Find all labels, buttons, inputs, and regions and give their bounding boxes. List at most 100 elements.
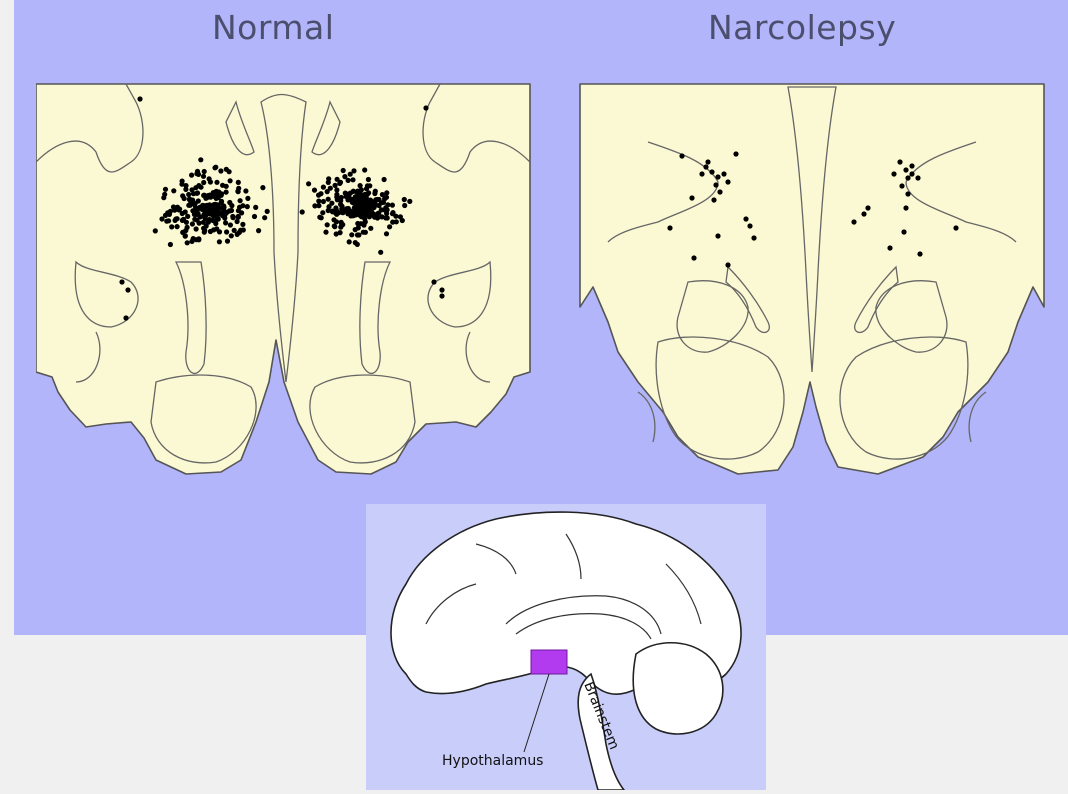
neuron-dot: [224, 229, 229, 234]
neuron-dot: [253, 205, 258, 210]
neuron-dot: [196, 198, 201, 203]
neuron-dot: [362, 167, 367, 172]
neuron-dot: [400, 218, 405, 223]
neuron-dot: [260, 185, 265, 190]
neuron-dot: [338, 198, 343, 203]
neuron-dot: [182, 196, 187, 201]
neuron-dot: [165, 210, 170, 215]
neuron-dot: [204, 204, 209, 209]
neuron-dot: [224, 167, 229, 172]
neuron-dot: [223, 212, 228, 217]
neuron-dot: [230, 214, 235, 219]
hypothalamus-highlight: [531, 650, 567, 674]
neuron-dot: [349, 232, 354, 237]
neuron-dot: [909, 171, 914, 176]
neuron-dot: [733, 151, 738, 156]
neuron-dot: [689, 195, 694, 200]
neuron-dot: [334, 207, 339, 212]
neuron-dot: [236, 180, 241, 185]
neuron-dot: [223, 220, 228, 225]
neuron-dot: [903, 205, 908, 210]
brain-sagittal-diagram: Hypothalamus Brainstem: [366, 504, 766, 790]
neuron-dot: [175, 224, 180, 229]
neuron-dot: [175, 216, 180, 221]
neuron-dot: [153, 228, 158, 233]
neuron-dot: [901, 229, 906, 234]
neuron-dot: [725, 179, 730, 184]
neuron-dot: [354, 209, 359, 214]
neuron-dot: [348, 172, 353, 177]
neuron-dot: [189, 173, 194, 178]
neuron-dot: [211, 202, 216, 207]
neuron-dot: [300, 209, 305, 214]
neuron-dot: [125, 287, 130, 292]
neuron-dot: [431, 279, 436, 284]
neuron-dot: [186, 192, 191, 197]
neuron-dot: [201, 180, 206, 185]
neuron-dot: [252, 214, 257, 219]
neuron-dot: [212, 165, 217, 170]
neuron-dot: [899, 183, 904, 188]
neuron-dot: [316, 199, 321, 204]
neuron-dot: [225, 239, 230, 244]
neuron-dot: [183, 209, 188, 214]
neuron-dot: [239, 210, 244, 215]
neuron-dot: [213, 211, 218, 216]
neuron-dot: [198, 185, 203, 190]
neuron-dot: [346, 195, 351, 200]
neuron-dot: [439, 293, 444, 298]
neuron-dot: [360, 198, 365, 203]
neuron-dot: [679, 153, 684, 158]
neuron-dot: [368, 226, 373, 231]
neuron-dot: [334, 194, 339, 199]
neuron-dot: [162, 192, 167, 197]
neuron-dot: [713, 182, 718, 187]
neuron-dot: [316, 193, 321, 198]
neuron-dot: [339, 206, 344, 211]
neuron-dot: [357, 192, 362, 197]
neuron-dot: [216, 189, 221, 194]
neuron-dot: [325, 222, 330, 227]
neuron-dot: [355, 242, 360, 247]
neuron-dot: [238, 198, 243, 203]
neuron-dot: [236, 215, 241, 220]
neuron-dot: [159, 216, 164, 221]
neuron-dot: [177, 207, 182, 212]
neuron-dot: [218, 168, 223, 173]
neuron-dot: [202, 169, 207, 174]
neuron-dot: [194, 226, 199, 231]
neuron-dot: [214, 196, 219, 201]
neuron-dot: [384, 211, 389, 216]
neuron-dot: [699, 171, 704, 176]
neuron-dot: [265, 209, 270, 214]
neuron-dot: [201, 174, 206, 179]
neuron-dot: [407, 199, 412, 204]
neuron-dot: [220, 183, 225, 188]
neuron-dot: [237, 205, 242, 210]
neuron-dot: [358, 221, 363, 226]
neuron-dot: [214, 180, 219, 185]
neuron-dot: [180, 179, 185, 184]
neuron-dot: [703, 164, 708, 169]
brain-sagittal-inset: Hypothalamus Brainstem: [366, 504, 766, 790]
neuron-dot: [915, 175, 920, 180]
neuron-dot: [909, 163, 914, 168]
neuron-dot: [320, 210, 325, 215]
neuron-dot: [184, 220, 189, 225]
neuron-dot: [385, 215, 390, 220]
hypothalamus-label: Hypothalamus: [442, 753, 543, 769]
neuron-dot: [262, 215, 267, 220]
neuron-dot: [711, 197, 716, 202]
neuron-dot: [321, 199, 326, 204]
neuron-dot: [370, 205, 375, 210]
neuron-dot: [402, 197, 407, 202]
neuron-dot: [423, 105, 428, 110]
neuron-dot: [329, 201, 334, 206]
neuron-dot: [317, 215, 322, 220]
neuron-dot: [123, 315, 128, 320]
neuron-dot: [751, 235, 756, 240]
neuron-dot: [326, 208, 331, 213]
neuron-dot: [361, 230, 366, 235]
neuron-dot: [217, 239, 222, 244]
neuron-dot: [359, 205, 364, 210]
